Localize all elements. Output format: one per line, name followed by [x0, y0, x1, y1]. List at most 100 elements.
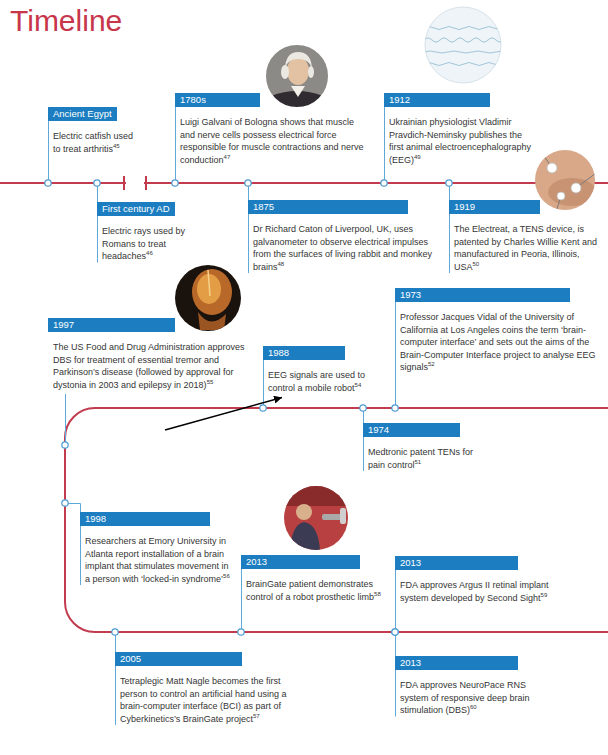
stem-line [65, 504, 81, 586]
reference-number: 48 [278, 261, 285, 267]
stem-line [395, 632, 396, 717]
timeline-dot [172, 180, 178, 186]
stem-line [97, 183, 98, 263]
reference-number: 51 [415, 459, 422, 465]
entry-text: Researchers at Emory University in Atlan… [85, 536, 229, 584]
timeline-dot [45, 180, 51, 186]
timeline-entry: Ancient EgyptElectric catfish used to tr… [48, 107, 135, 155]
entry-text: Electric rays used by Romans to treat he… [102, 226, 185, 261]
timeline-dot [392, 629, 398, 635]
entry-text: The US Food and Drug Administration appr… [53, 342, 245, 390]
stem-line [248, 183, 249, 273]
entry-body: BrainGate patient demonstrates control o… [246, 578, 381, 603]
date-tab: 1988 [263, 346, 345, 360]
eeg-trace [424, 51, 508, 53]
date-tab: 2005 [115, 652, 242, 666]
eeg-trace [424, 27, 504, 30]
reference-number: 46 [146, 250, 153, 256]
pointer-arrow [165, 398, 282, 431]
stem-lines [49, 93, 450, 725]
reference-number: 56 [223, 573, 230, 579]
portrait-face [287, 57, 309, 85]
entry-text: Medtronic patent TENs for pain control [368, 447, 473, 470]
eeg-trace [424, 38, 504, 42]
xray-ground [175, 265, 241, 331]
electrode-pad [547, 163, 557, 173]
timeline-dot [62, 442, 68, 448]
timeline-entry: 1780sLuigi Galvani of Bologna shows that… [175, 93, 370, 166]
timeline-entry: 1875 Dr Richard Caton of Liverpool, UK, u… [248, 200, 435, 273]
braingate-illustration [284, 486, 348, 550]
entry-body: Electric rays used by Romans to treat he… [102, 225, 207, 263]
entry-body: Researchers at Emory University in Atlan… [85, 535, 235, 585]
timeline-dot [94, 180, 100, 186]
reference-number: 59 [541, 592, 548, 598]
electrode-wire [540, 150, 600, 215]
tens-illustration [540, 150, 600, 215]
entry-body: Professor Jacques Vidal of the Universit… [400, 311, 600, 374]
date-tab: First century AD [97, 202, 175, 216]
timeline-entry: 1988EEG signals are used to control a mo… [263, 346, 380, 394]
reference-number: 49 [414, 154, 421, 160]
entry-text: Tetraplegic Matt Nagle becomes the first… [120, 676, 287, 724]
reference-number: 52 [428, 361, 435, 367]
timeline-entry: 1974Medtronic patent TENs for pain contr… [363, 423, 483, 471]
date-tab: 2013 [241, 555, 360, 569]
skin-shade [548, 178, 596, 206]
portrait-illustration [262, 52, 332, 112]
timeline-dot [392, 405, 398, 411]
date-tab: 2013 [395, 556, 518, 570]
timeline-entry: 2013BrainGate patient demonstrates contr… [241, 555, 381, 603]
timeline-dot [446, 180, 452, 186]
reference-number: 47 [224, 154, 231, 160]
reference-number: 58 [374, 591, 381, 597]
entry-text: Luigi Galvani of Bologna shows that musc… [180, 117, 364, 165]
eeg-record-ground [425, 7, 501, 83]
timeline-entry: 1997The US Food and Drug Administration … [48, 318, 258, 391]
date-tab: Ancient Egypt [48, 107, 117, 121]
timeline-break [124, 176, 146, 190]
reference-number: 60 [470, 704, 477, 710]
stem-line [449, 183, 450, 273]
photo-wall [284, 486, 348, 506]
xray-illustration [192, 269, 232, 330]
reference-number: 50 [473, 261, 480, 267]
robot-hand [340, 508, 346, 524]
timeline-entry: 2013FDA approves Argus II retinal implan… [395, 556, 550, 604]
portrait-cravat [291, 86, 305, 97]
stem-line [363, 408, 364, 471]
date-tab: 1780s [175, 93, 260, 107]
entry-body: Electric catfish used to treat arthritis… [53, 130, 135, 155]
photo-ground [284, 486, 348, 550]
timeline-dot [260, 405, 266, 411]
timeline-dot [245, 180, 251, 186]
entry-body: The US Food and Drug Administration appr… [53, 341, 258, 391]
date-tab: 1875 [248, 200, 408, 214]
date-tab: 1919 [449, 200, 540, 214]
reference-number: 55 [207, 379, 214, 385]
xray-lead [208, 270, 210, 296]
portrait-curl [281, 65, 289, 79]
date-tab: 1997 [48, 318, 175, 332]
entry-body: Dr Richard Caton of Liverpool, UK, uses … [253, 223, 435, 273]
stem-line [395, 288, 396, 408]
xray-jaw [198, 312, 226, 330]
timeline-dot [238, 629, 244, 635]
timeline-dot [360, 405, 366, 411]
entry-body: FDA approves Argus II retinal implant sy… [400, 579, 550, 604]
entry-body: Luigi Galvani of Bologna shows that musc… [180, 116, 370, 166]
entry-body: Ukrainian physiologist Vladimir Pravdich… [389, 116, 535, 166]
entry-text: FDA approves NeuroPace RNS system of res… [400, 680, 530, 715]
entry-body: EEG signals are used to control a mobile… [268, 369, 380, 394]
electrode-pad [571, 183, 581, 193]
timeline-dots [45, 180, 452, 635]
eeg-record-illustration [424, 27, 508, 66]
timeline-line [0, 182, 608, 184]
patient-head [296, 504, 312, 520]
xray-skull [192, 269, 232, 315]
portrait-curl [308, 66, 314, 78]
timeline-entry: 1973Professor Jacques Vidal of the Unive… [395, 288, 600, 374]
timeline-dot [62, 500, 68, 506]
timeline-entry: 2013FDA approves NeuroPace RNS system of… [395, 656, 550, 717]
timeline-entry: First century AD Electric rays used by Ro… [97, 202, 207, 263]
